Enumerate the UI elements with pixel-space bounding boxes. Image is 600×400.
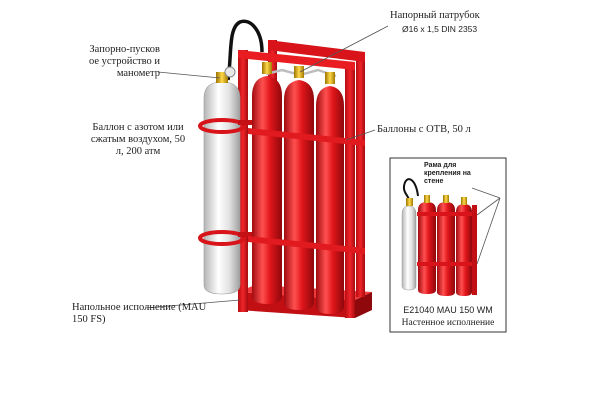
frame-post-front-right bbox=[345, 62, 355, 318]
wall-model-label: E21040 MAU 150 WM bbox=[403, 305, 493, 315]
floor-unit bbox=[198, 19, 372, 318]
pressure-hose bbox=[226, 19, 264, 81]
otv-cylinders-label: Баллоны с ОТВ, 50 л bbox=[377, 124, 471, 135]
inset-otv-cylinder-1 bbox=[418, 202, 436, 294]
wall-frame-label: Рама для крепления на стене bbox=[424, 162, 471, 185]
frame-post-rear-right bbox=[356, 52, 365, 297]
frame-post-front-left bbox=[238, 50, 248, 312]
valve-icon bbox=[406, 198, 413, 206]
inset-frame bbox=[389, 157, 507, 333]
wall-unit-inset bbox=[389, 157, 507, 333]
valve-icon bbox=[424, 195, 430, 203]
valve-icon bbox=[461, 197, 467, 205]
valve-icon bbox=[216, 72, 228, 83]
inset-otv-cylinder-3 bbox=[456, 204, 472, 296]
clamp-upper bbox=[198, 118, 246, 134]
valve-icon bbox=[262, 62, 272, 74]
strap-bar-upper bbox=[248, 128, 365, 146]
valve-icon bbox=[294, 66, 304, 78]
frame-top-bar bbox=[268, 40, 365, 62]
strap-bar-lower bbox=[248, 236, 365, 254]
frame-front-top-bar bbox=[238, 50, 355, 70]
otv-cylinder-3 bbox=[316, 72, 344, 314]
leader-lines bbox=[144, 25, 501, 309]
otv-cylinder-1 bbox=[252, 62, 282, 304]
nitrogen-cylinder bbox=[198, 66, 268, 295]
clamp-lower bbox=[198, 230, 246, 246]
nitrogen-cylinder-label: Баллон с азотом или сжатым воздухом, 50 … bbox=[90, 122, 186, 157]
floor-version-label: Напольное исполнение (MAU 150 FS) bbox=[72, 302, 207, 325]
gauge-icon bbox=[224, 66, 236, 78]
otv-cylinder-2 bbox=[284, 66, 314, 310]
pressure-hose-label: Напорный патрубок bbox=[390, 10, 480, 21]
valve-icon bbox=[325, 72, 335, 84]
wall-version-label: Настенное исполнение bbox=[401, 318, 495, 328]
inset-otv-cylinder-2 bbox=[437, 202, 455, 296]
valve-gauge-label: Запорно-пусков ое устройство и манометр bbox=[88, 44, 160, 79]
inset-nitrogen-cylinder bbox=[401, 205, 417, 291]
valve-icon bbox=[443, 195, 449, 203]
pressure-hose-spec: Ø16 x 1,5 DIN 2353 bbox=[402, 24, 478, 34]
